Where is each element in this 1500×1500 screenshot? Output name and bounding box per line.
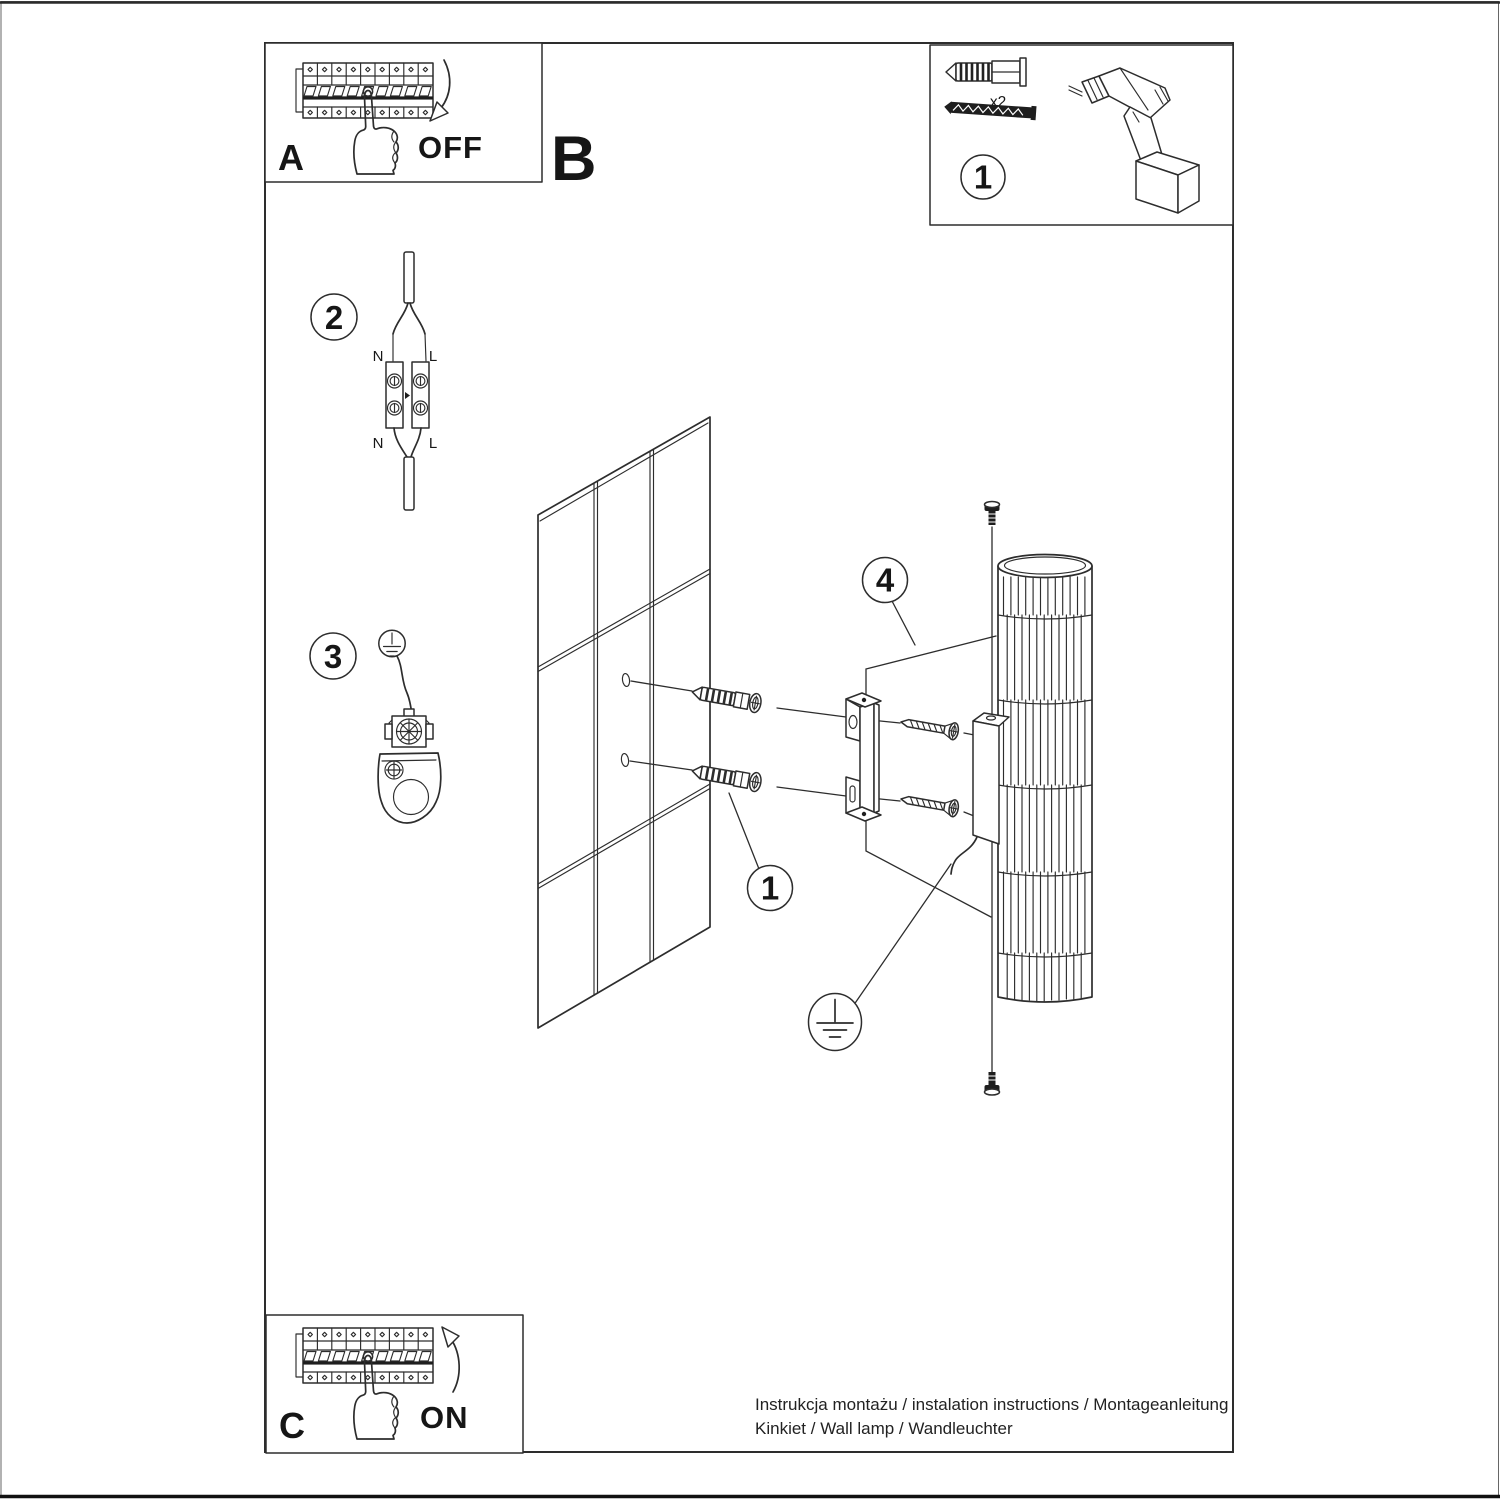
step-2-wiring-drawing: 2 N L N L: [310, 251, 437, 511]
tiled-wall-drawing: [537, 416, 711, 1029]
footer-line-1: Instrukcja montażu / instalation instruc…: [755, 1395, 1228, 1414]
step-4-number: 4: [876, 562, 895, 599]
step-1-number: 1: [974, 159, 992, 196]
mounting-screw-bottom: [898, 789, 961, 819]
terminal-screws: [386, 373, 429, 416]
screw-icon: [944, 101, 1037, 121]
label-l-bottom: L: [429, 435, 437, 452]
anchor-ref-badge: 1: [746, 864, 794, 912]
label-n-top: N: [373, 348, 384, 365]
step-2-badge: 2: [310, 293, 358, 341]
arrow-down-icon: [429, 59, 451, 122]
off-label: OFF: [418, 130, 483, 165]
drill-hole-bottom: [620, 752, 630, 768]
arrow-up-icon: [441, 1326, 460, 1393]
on-label: ON: [420, 1400, 469, 1435]
ground-symbol: [807, 992, 863, 1052]
footer-text: Instrukcja montażu / instalation instruc…: [755, 1395, 1228, 1438]
section-b-label: B: [551, 124, 597, 194]
wall-plug-icon: [945, 57, 1027, 87]
step-4-badge: 4: [861, 556, 909, 604]
footer-line-2: Kinkiet / Wall lamp / Wandleuchter: [755, 1419, 1013, 1438]
label-n-bottom: N: [373, 435, 384, 452]
ground-wire: [950, 836, 978, 875]
mounting-screw-top: [898, 712, 961, 742]
bottom-screw: [983, 1072, 1001, 1096]
panel-a-label: A: [278, 137, 304, 178]
top-screw: [983, 500, 1001, 525]
main-frame: [264, 42, 1234, 1453]
label-l-top: L: [429, 348, 437, 365]
mounting-bracket-drawing: [845, 692, 882, 822]
anchor-ref-number: 1: [761, 870, 779, 907]
step-1-badge: 1: [960, 154, 1006, 200]
parts-box: x2 1: [929, 44, 1234, 226]
panel-c-label: C: [279, 1405, 305, 1446]
step-2-number: 2: [325, 299, 343, 336]
step-3-badge: 3: [309, 632, 357, 680]
step-3-ground-drawing: 3: [309, 629, 442, 824]
drill-hole-top: [621, 672, 631, 688]
lamp-mount-block: [972, 712, 1010, 845]
ground-symbol-small: [378, 629, 406, 658]
step-3-number: 3: [324, 638, 342, 675]
lamp-body: [997, 553, 1093, 1003]
drill-icon: [1068, 67, 1200, 214]
panel-a: A OFF: [264, 42, 543, 183]
panel-c: C ON: [265, 1314, 524, 1454]
